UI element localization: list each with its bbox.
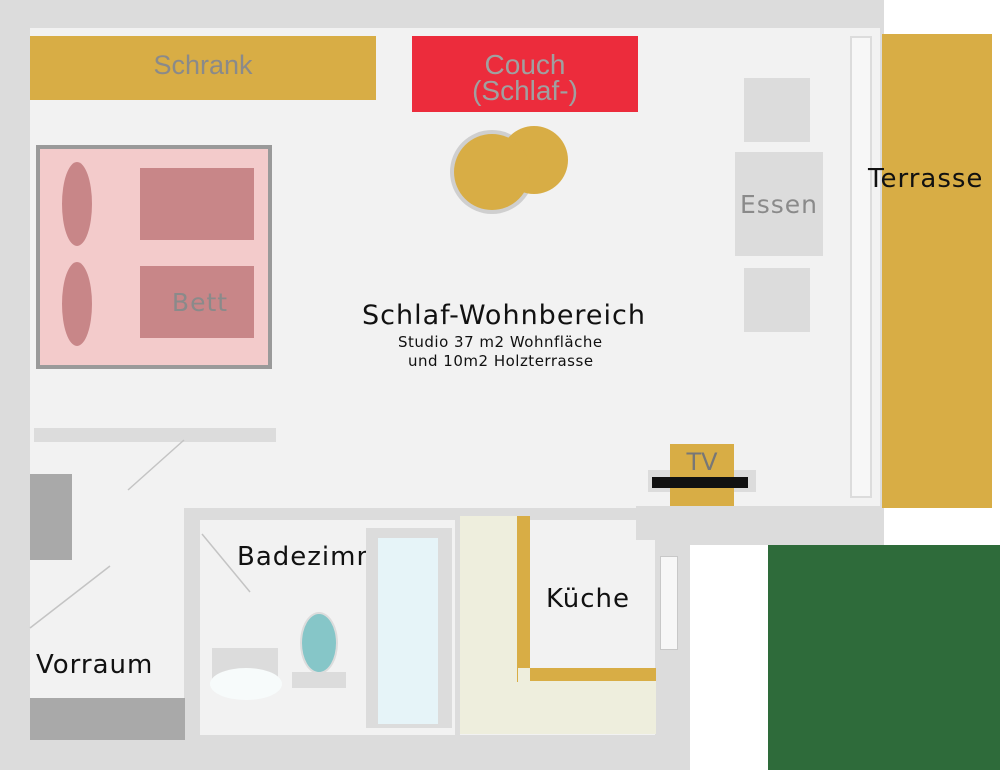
wall-bath-top bbox=[184, 508, 454, 520]
wall-bath-left bbox=[184, 508, 200, 738]
couch bbox=[412, 36, 638, 112]
sink-basin bbox=[210, 668, 282, 700]
pillow-top bbox=[62, 162, 92, 246]
kitchen-counter-edge-bottom bbox=[530, 668, 656, 681]
kitchen-counter-edge bbox=[517, 516, 530, 682]
toilet-bowl bbox=[300, 612, 338, 674]
bathtub-inner bbox=[378, 538, 438, 724]
main-room-subtitle-2: und 10m2 Holzterrasse bbox=[408, 352, 594, 370]
outside-strip-right bbox=[884, 510, 1000, 545]
bed-label: Bett bbox=[171, 287, 229, 317]
wall-hallway-bottom bbox=[30, 698, 185, 740]
tv-label: TV bbox=[686, 448, 718, 476]
wardrobe-label: Schrank bbox=[153, 49, 253, 80]
terrace-label: Terrasse bbox=[868, 164, 984, 194]
main-room-title: Schlaf-Wohnbereich bbox=[362, 300, 647, 331]
window-kitchen bbox=[660, 556, 678, 650]
dining-table: Essen bbox=[735, 152, 823, 256]
outside-strip bbox=[690, 545, 768, 770]
mattress-bottom: Bett bbox=[140, 266, 254, 338]
main-room-subtitle-1: Studio 37 m2 Wohnfläche bbox=[398, 333, 603, 351]
pillow-bottom bbox=[62, 262, 92, 346]
hallway-cabinet bbox=[30, 474, 72, 560]
couch-label-line2: (Schlaf-) bbox=[472, 75, 578, 106]
tv-stand: TV bbox=[670, 444, 734, 506]
lawn bbox=[768, 545, 1000, 770]
wall-bed-divider bbox=[34, 428, 276, 442]
dining-chair-bottom bbox=[744, 268, 810, 332]
tv-screen bbox=[652, 477, 748, 488]
terrace bbox=[882, 34, 992, 508]
mattress-top bbox=[140, 168, 254, 240]
dining-label: Essen bbox=[739, 189, 819, 219]
dining-chair-top bbox=[744, 78, 810, 142]
wardrobe: Schrank bbox=[30, 36, 376, 100]
kitchen-label: Küche bbox=[546, 584, 631, 614]
couch-label-line1: Couch bbox=[484, 49, 566, 80]
hallway-label: Vorraum bbox=[36, 650, 154, 680]
coffee-tables bbox=[450, 126, 568, 214]
couch-label: Couch (Schlaf-) bbox=[412, 49, 638, 106]
terrace-door bbox=[850, 36, 872, 498]
wall-kitchen-right bbox=[636, 506, 880, 540]
toilet-base bbox=[292, 672, 346, 688]
